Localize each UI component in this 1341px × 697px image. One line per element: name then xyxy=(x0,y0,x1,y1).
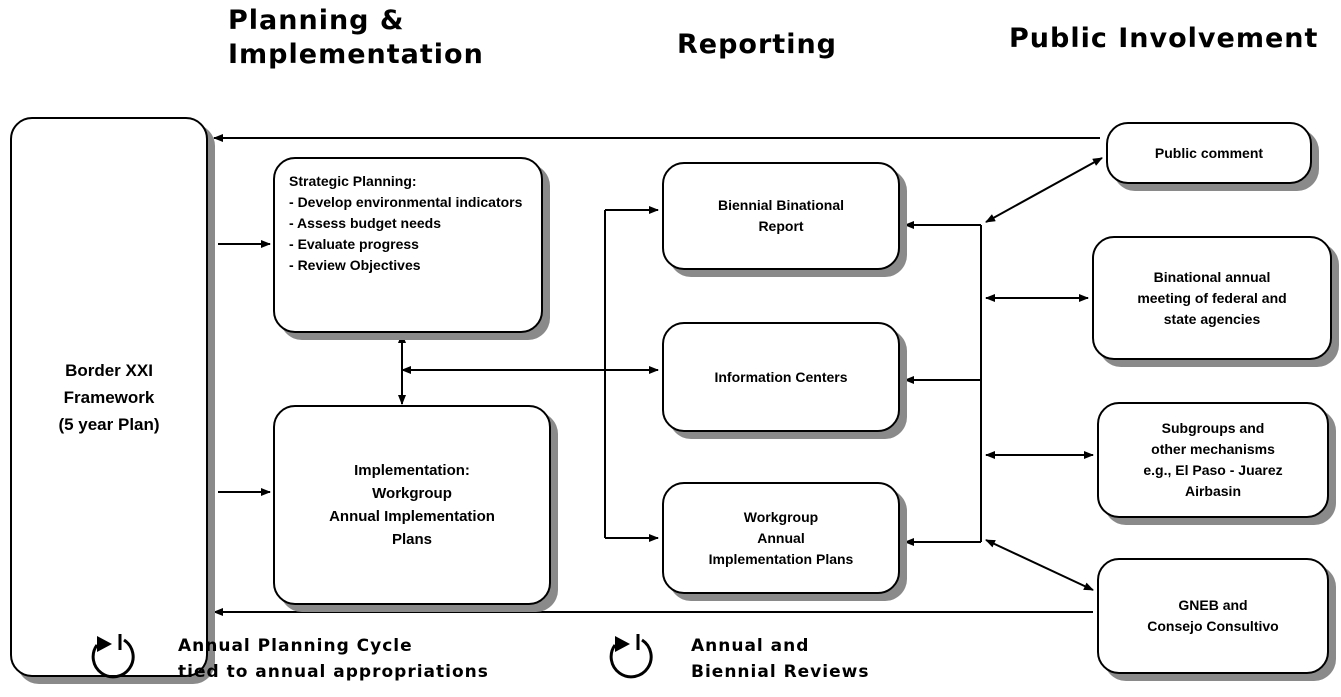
implementation-line1: Implementation: xyxy=(354,462,470,479)
planning-header-line1: Planning & xyxy=(228,5,405,36)
biennial-report-line2: Report xyxy=(758,218,804,234)
workgroup-plans-line1: Workgroup xyxy=(743,508,819,525)
gneb-consejo-box: GNEB and Consejo Consultivo xyxy=(1097,558,1329,674)
border-xxi-framework-box: Border XXI Framework (5 year Plan) xyxy=(10,117,208,677)
reviews-line2: Biennial Reviews xyxy=(691,662,870,682)
information-centers-box: Information Centers xyxy=(662,322,900,432)
subgroups-line2: other mechanisms xyxy=(1151,441,1275,457)
workgroup-plans-line3: Implementation Plans xyxy=(708,550,854,567)
planning-header: Planning & Implementation xyxy=(228,4,484,72)
strategic-item-progress: Evaluate progress xyxy=(289,234,419,255)
implementation-line2: Workgroup xyxy=(372,485,452,502)
subgroups-line4: Airbasin xyxy=(1184,483,1241,499)
strategic-planning-box: Strategic Planning: Develop environmenta… xyxy=(273,157,543,333)
annual-meeting-line3: state agencies xyxy=(1163,310,1261,327)
reporting-header: Reporting xyxy=(677,29,838,60)
gneb-line1: GNEB and xyxy=(1178,597,1248,613)
implementation-box: Implementation: Workgroup Annual Impleme… xyxy=(273,405,551,605)
framework-line1: Border XXI xyxy=(65,360,153,380)
reviews-line1: Annual and xyxy=(691,636,810,656)
annual-meeting-line2: meeting of federal and xyxy=(1137,289,1287,306)
public-involvement-header: Public Involvement xyxy=(1009,23,1319,54)
annual-meeting-line1: Binational annual xyxy=(1153,268,1271,285)
gneb-line2: Consejo Consultivo xyxy=(1147,618,1279,634)
biennial-report-line1: Biennial Binational xyxy=(717,197,844,213)
framework-line2: Framework xyxy=(63,387,155,407)
planning-cycle-legend: Annual Planning Cycle tied to annual app… xyxy=(178,633,489,685)
workgroup-plans-box: Workgroup Annual Implementation Plans xyxy=(662,482,900,594)
strategic-planning-title: Strategic Planning: xyxy=(289,173,417,189)
planning-cycle-icon xyxy=(91,634,135,679)
subgroups-line1: Subgroups and xyxy=(1161,420,1265,436)
implementation-line4: Plans xyxy=(391,531,433,548)
subgroups-mechanisms-box: Subgroups and other mechanisms e.g., El … xyxy=(1097,402,1329,518)
implementation-line3: Annual Implementation xyxy=(329,508,495,525)
workgroup-plans-line2: Annual xyxy=(757,529,805,546)
reviews-legend: Annual and Biennial Reviews xyxy=(691,633,869,685)
public-comment-box: Public comment xyxy=(1106,122,1312,184)
framework-line3: (5 year Plan) xyxy=(58,414,160,434)
planning-header-line2: Implementation xyxy=(228,39,484,70)
binational-annual-meeting-box: Binational annual meeting of federal and… xyxy=(1092,236,1332,360)
subgroups-line3: e.g., El Paso - Juarez xyxy=(1143,462,1283,478)
reviews-cycle-icon xyxy=(609,634,653,679)
planning-cycle-line2: tied to annual appropriations xyxy=(178,662,489,682)
planning-cycle-line1: Annual Planning Cycle xyxy=(178,636,413,656)
strategic-item-indicators: Develop environmental indicators xyxy=(289,192,523,213)
biennial-binational-report-box: Biennial Binational Report xyxy=(662,162,900,270)
strategic-item-objectives: Review Objectives xyxy=(289,255,421,276)
information-centers-label: Information Centers xyxy=(714,368,848,385)
public-comment-label: Public comment xyxy=(1154,144,1264,161)
strategic-item-budget: Assess budget needs xyxy=(289,213,441,234)
